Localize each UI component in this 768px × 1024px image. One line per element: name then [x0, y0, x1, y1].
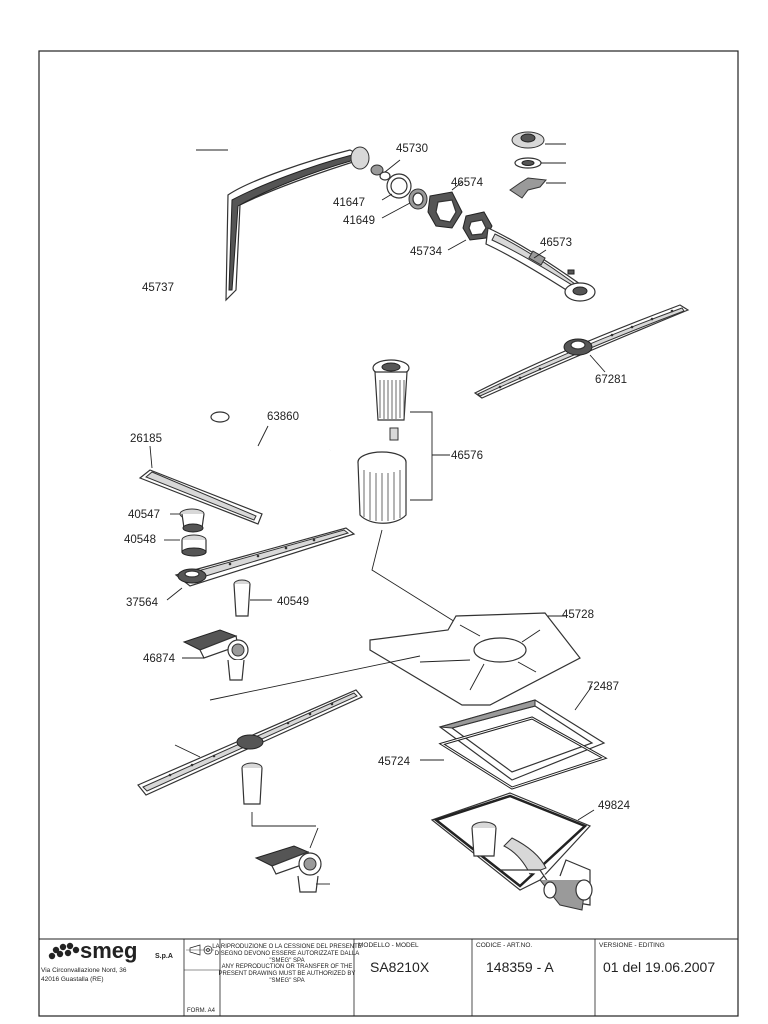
smeg-logo [48, 942, 80, 960]
pipe-connector-40549 [233, 579, 272, 617]
label-72487: 72487 [587, 681, 619, 693]
bushing-40547 [170, 508, 205, 533]
lower-arm-holder [254, 827, 330, 893]
label-40549: 40549 [277, 596, 309, 608]
lower-spray-arm [137, 689, 363, 827]
version-header: VERSIONE - EDITING [599, 942, 665, 949]
notice-it-2: DISEGNO DEVONO ESSERE AUTORIZZATE DALLA [215, 951, 359, 957]
label-67281: 67281 [595, 374, 627, 386]
label-49824: 49824 [598, 800, 631, 812]
title-block: smeg S.p.A Via Circonvallazione Nord, 36… [39, 938, 738, 1016]
drawing-border [38, 50, 739, 1017]
upper-spray-arm-67281 [473, 304, 690, 399]
brand-suffix: S.p.A [155, 953, 173, 960]
model-value: SA8210X [370, 959, 430, 975]
label-45728: 45728 [562, 609, 594, 621]
label-26185: 26185 [130, 433, 162, 445]
notice-it-3: "SMEG" SPA [269, 958, 304, 964]
projection-symbol-icon [186, 944, 214, 956]
gaskets-and-rings [381, 173, 493, 251]
label-40548: 40548 [124, 534, 156, 546]
label-45724: 45724 [378, 756, 411, 768]
address-line-2: 42016 Guastalla (RE) [41, 976, 104, 983]
seal-45724 [420, 716, 608, 790]
label-46576: 46576 [451, 450, 483, 462]
model-header: MODELLO - MODEL [358, 942, 419, 949]
label-46573: 46573 [540, 237, 572, 249]
middle-spray-arm-37564 [166, 527, 356, 601]
notice-en-1: ANY REPRODUCTION OR TRANSFER OF THE [222, 964, 353, 970]
filter-group-46576 [357, 359, 461, 626]
label-40547: 40547 [128, 509, 160, 521]
spray-arm-conveyor-duct [225, 146, 401, 302]
code-header: CODICE - ART.NO. [476, 942, 532, 949]
label-63860: 63860 [267, 411, 299, 423]
label-46874: 46874 [143, 653, 176, 665]
label-41649: 41649 [343, 215, 375, 227]
form-size: FORM. A4 [187, 1008, 216, 1014]
spray-arm-support-26185 [138, 445, 263, 525]
label-45730: 45730 [396, 143, 428, 155]
label-41647: 41647 [333, 197, 365, 209]
sump-49824 [430, 792, 595, 911]
version-value: 01 del 19.06.2007 [603, 959, 715, 975]
water-supply-pipe [196, 118, 566, 401]
label-46574: 46574 [451, 177, 484, 189]
code-value: 148359 - A [486, 959, 554, 975]
label-37564: 37564 [126, 597, 159, 609]
notice-it-1: LA RIPRODUZIONE O LA CESSIONE DEL PRESEN… [212, 944, 361, 950]
brand-name: smeg [80, 938, 137, 963]
upper-spray-arm-feed [485, 227, 596, 302]
arm-holder-46874 [182, 629, 249, 681]
address-line-1: Via Circonvallazione Nord, 36 [41, 967, 127, 974]
label-45737: 45737 [142, 282, 174, 294]
part-labels: 45730 41647 41649 46574 45734 46573 4573… [124, 143, 631, 812]
label-45734: 45734 [410, 246, 443, 258]
notice-en-2: PRESENT DRAWING MUST BE AUTHORIZED BY [219, 971, 356, 977]
nut-40548 [164, 534, 207, 557]
notice-en-3: "SMEG" SPA [269, 978, 304, 984]
hose-63860 [205, 411, 337, 486]
sump-gasket-72487 [438, 685, 606, 781]
filter-plate-45728 [369, 612, 581, 706]
assembly-link-line [209, 655, 421, 701]
